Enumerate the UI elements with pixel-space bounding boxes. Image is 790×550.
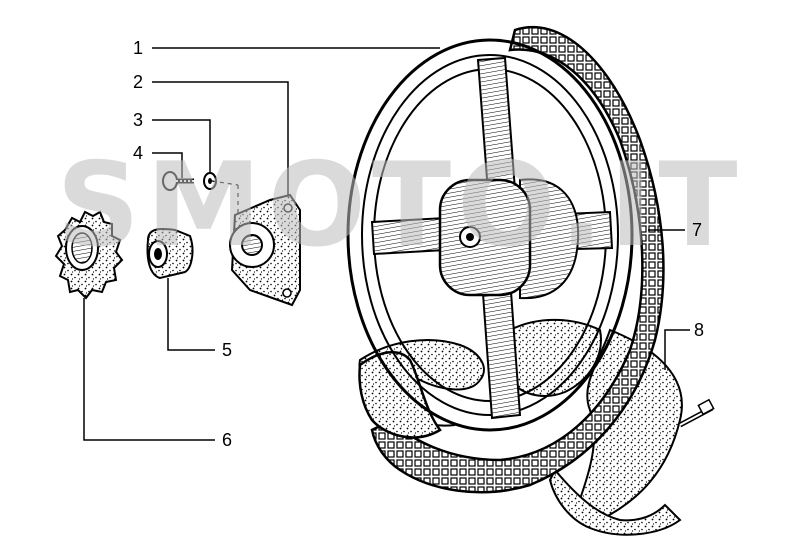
hub-flange-drawing	[229, 193, 301, 307]
leader-line-4	[152, 152, 183, 178]
sprocket-drawing	[54, 210, 124, 300]
callout-6: 6	[222, 430, 233, 450]
callout-8: 8	[694, 320, 705, 340]
leader-line-3	[152, 119, 211, 172]
callout-1: 1	[133, 38, 144, 58]
leader-line-5	[167, 278, 215, 351]
callout-3: 3	[133, 110, 144, 130]
valve-stem	[678, 398, 715, 428]
bushing-drawing	[146, 228, 194, 280]
leader-lines	[83, 47, 690, 441]
leader-line-8	[664, 329, 690, 370]
leader-line-6	[83, 298, 215, 441]
bolt-drawing	[162, 171, 194, 191]
callout-5: 5	[222, 340, 233, 360]
wheel-rim-drawing	[346, 38, 634, 432]
leader-line-2	[152, 81, 289, 195]
callout-2: 2	[133, 72, 144, 92]
tyre-drawing	[358, 25, 665, 494]
callout-4: 4	[133, 143, 144, 163]
washer-drawing	[203, 172, 217, 190]
callout-7: 7	[692, 220, 703, 240]
